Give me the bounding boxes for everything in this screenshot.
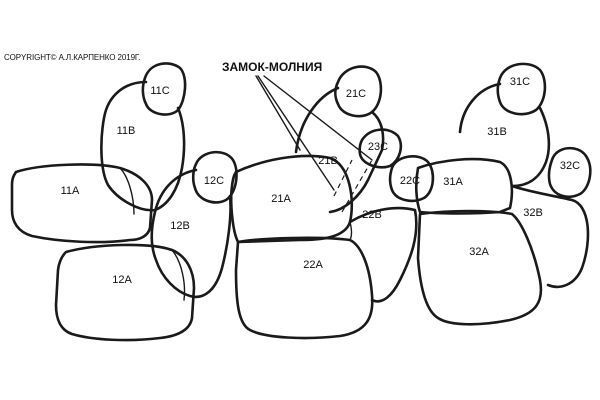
panel-32b-side: [510, 184, 590, 289]
panel-11b-backrest: [100, 80, 186, 212]
label-12b: 12B: [170, 220, 190, 232]
label-21a: 21A: [271, 193, 291, 205]
callout-leaders: [255, 75, 373, 191]
panel-31b-backrest: [458, 82, 551, 188]
label-11c: 11C: [150, 85, 169, 97]
panel-22a-cushion: [234, 236, 374, 340]
panel-23c-armrest: [358, 128, 403, 169]
label-32b: 32B: [523, 207, 543, 219]
label-32a: 32A: [469, 246, 489, 258]
label-22a: 22A: [303, 259, 323, 271]
label-23c: 23C: [368, 141, 388, 153]
label-22b: 22B: [362, 209, 382, 221]
label-12a: 12A: [112, 274, 132, 286]
label-21c: 21C: [346, 88, 366, 100]
label-32c: 32C: [560, 160, 580, 172]
seat-front-right: [54, 150, 238, 342]
seat-rear-center: [229, 65, 435, 340]
seat-rear-right: [414, 62, 592, 326]
label-31c: 31C: [510, 76, 530, 88]
zipper-callout: ЗАМОК-МОЛНИЯ: [222, 60, 322, 74]
panel-22c-headrest: [388, 155, 435, 203]
label-21b: 21B: [318, 155, 338, 167]
label-31b: 31B: [487, 126, 507, 138]
seat-front-left: [10, 62, 187, 244]
panel-12b-backrest: [150, 168, 232, 299]
panel-32a-cushion: [416, 209, 543, 326]
label-31a: 31A: [443, 176, 463, 188]
panel-12c-headrest: [191, 150, 238, 204]
label-12c: 12C: [204, 175, 224, 187]
copyright-notice: COPYRIGHT© А.Л.КАРПЕНКО 2019Г.: [4, 53, 141, 62]
panel-31a-back: [414, 157, 514, 215]
panel-22b-side: [348, 206, 418, 303]
panel-21a-back: [229, 154, 354, 244]
panel-31c-headrest: [496, 62, 547, 116]
panel-12a-cushion: [54, 243, 196, 342]
label-11a: 11A: [61, 185, 80, 197]
panel-32c-headrest: [547, 146, 592, 198]
panel-11a-cushion: [10, 163, 154, 244]
label-22c: 22C: [400, 175, 420, 187]
panel-21b-backrest: [294, 86, 385, 214]
label-11b: 11B: [117, 125, 136, 137]
